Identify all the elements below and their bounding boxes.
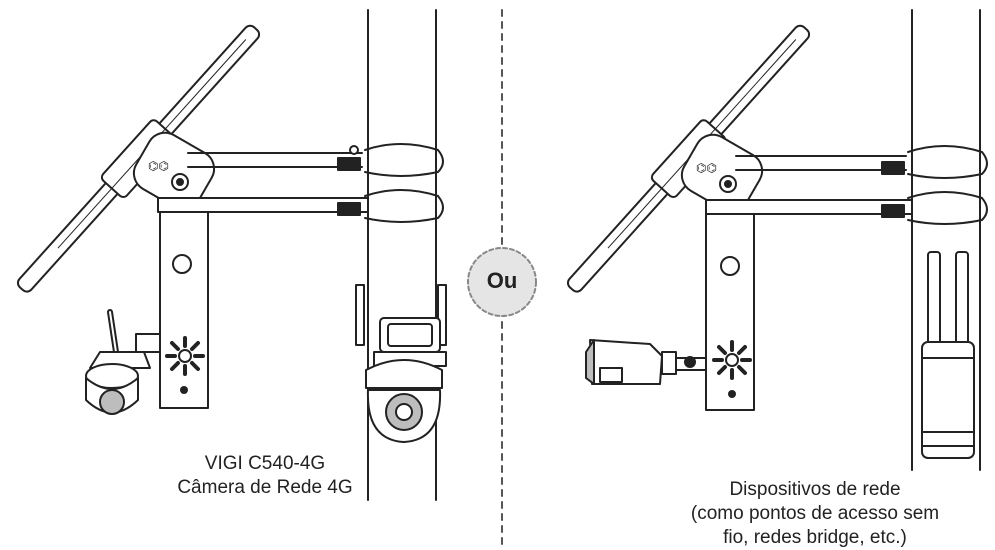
left-caption: VIGI C540-4G Câmera de Rede 4G: [120, 452, 410, 500]
left-small-camera: [85, 309, 161, 415]
right-plate-sunburst: [712, 340, 752, 380]
right-caption-title: Dispositivos de rede: [729, 479, 901, 500]
right-scene: ⌬⌬: [566, 9, 988, 471]
right-caption-detail-2: fio, redes bridge, etc.): [723, 527, 907, 548]
left-bracket-hinge: ⌬⌬: [132, 131, 216, 211]
left-caption-model: VIGI C540-4G: [204, 453, 326, 474]
left-plate-sunburst: [165, 336, 205, 376]
right-caption-detail-1: (como pontos de acesso sem: [690, 503, 940, 524]
center-separator: [467, 9, 537, 549]
left-caption-description: Câmera de Rede 4G: [177, 477, 353, 498]
right-caption: Dispositivos de rede (como pontos de ace…: [650, 478, 980, 550]
svg-text:⌬⌬: ⌬⌬: [696, 161, 717, 175]
left-mount-arms: [157, 143, 444, 223]
right-vertical-plate: [705, 213, 755, 411]
left-vertical-plate: [159, 211, 209, 409]
right-pole: [911, 9, 981, 471]
right-access-point: [921, 251, 975, 459]
or-separator-label: Ou: [486, 268, 518, 293]
svg-text:⌬⌬: ⌬⌬: [148, 159, 169, 173]
right-bullet-camera: [585, 339, 707, 385]
left-scene: ⌬⌬: [16, 9, 447, 501]
right-mount-arms: [705, 145, 988, 225]
left-ptz-camera: [355, 284, 447, 443]
